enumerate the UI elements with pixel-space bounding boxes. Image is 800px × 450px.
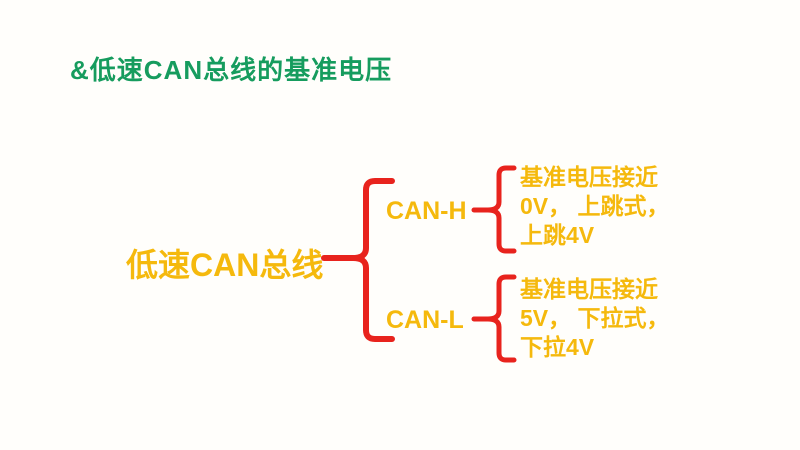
branch-label-can-h: CAN-H (386, 197, 467, 225)
description-line: 0V， 上跳式， (520, 193, 670, 219)
branch-label-can-l: CAN-L (386, 306, 464, 334)
description-line: 基准电压接近 (520, 164, 658, 190)
description-line: 上跳4V (520, 222, 595, 248)
branch-brace-can-l (471, 274, 517, 363)
description-line: 5V， 下拉式， (520, 305, 670, 331)
curly-brace-shape (485, 274, 517, 363)
branch-brace-can-h (471, 165, 517, 254)
root-brace (321, 178, 395, 342)
slide-title: &低速CAN总线的基准电压 (70, 55, 393, 85)
branch-description-can-l: 基准电压接近 5V， 下拉式， 下拉4V (520, 275, 710, 362)
branch-description-can-h: 基准电压接近 0V， 上跳式， 上跳4V (520, 163, 710, 250)
curly-brace-shape (350, 178, 395, 342)
description-line: 基准电压接近 (520, 276, 658, 302)
root-node-label: 低速CAN总线 (126, 247, 324, 283)
curly-brace-shape (485, 165, 517, 254)
description-line: 下拉4V (520, 334, 595, 360)
